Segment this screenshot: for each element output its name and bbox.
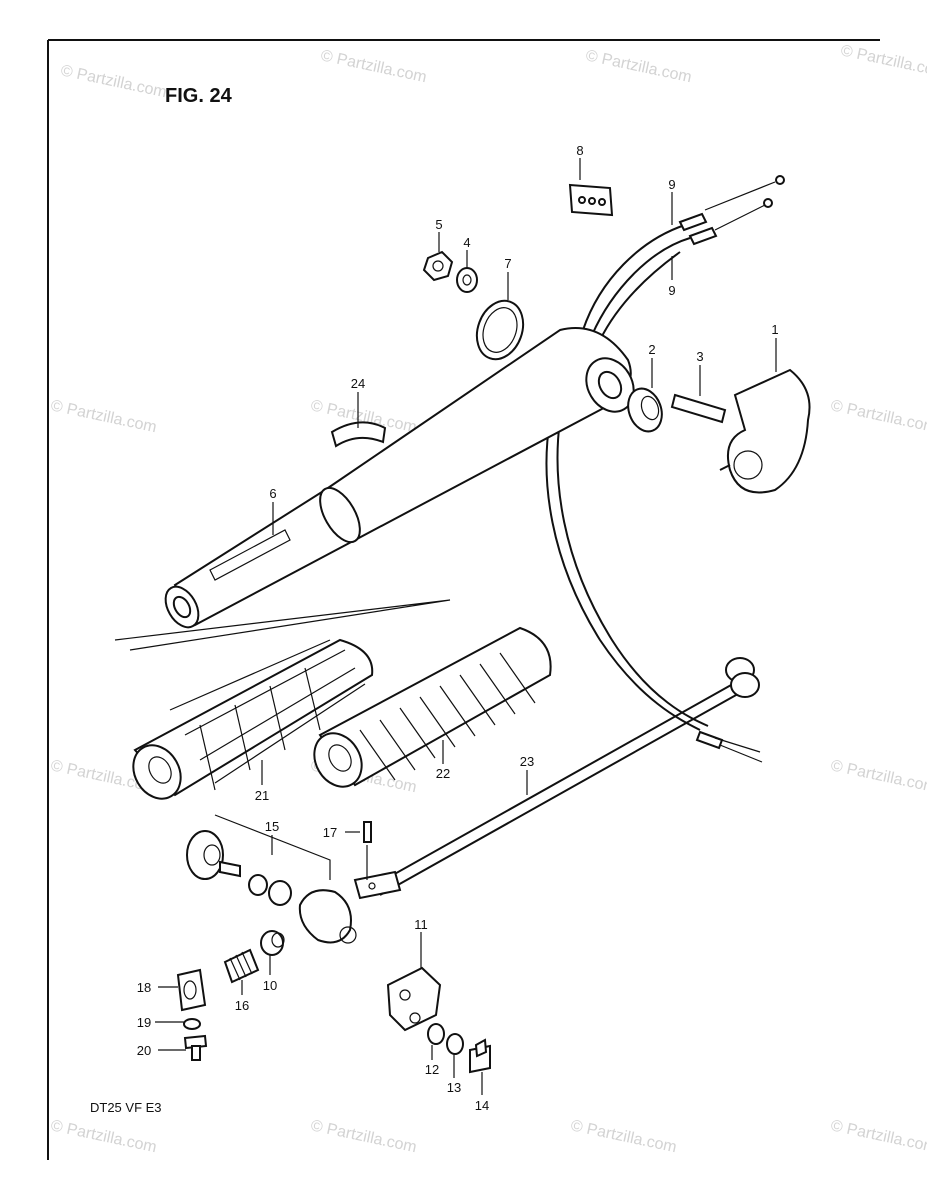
callout-18: 18 xyxy=(137,980,151,995)
callout-17: 17 xyxy=(323,825,337,840)
callout-19: 19 xyxy=(137,1015,151,1030)
callout-15: 15 xyxy=(265,819,279,834)
callout-labels: 1 2 3 4 5 6 7 8 9 9 10 11 12 13 14 15 16… xyxy=(137,143,779,1113)
callout-4: 4 xyxy=(463,235,470,250)
watermark: © Partzilla.com xyxy=(829,1117,927,1156)
callout-24: 24 xyxy=(351,376,365,391)
part-19-washer xyxy=(183,1018,201,1030)
callout-13: 13 xyxy=(447,1080,461,1095)
callout-12: 12 xyxy=(425,1062,439,1077)
callout-2: 2 xyxy=(648,342,655,357)
part-14-bolt xyxy=(469,1038,491,1074)
part-3-pin xyxy=(670,393,727,424)
part-1-cover xyxy=(719,368,811,494)
callout-16: 16 xyxy=(235,998,249,1013)
throttle-cables xyxy=(545,175,785,763)
part-4-washer xyxy=(456,267,478,293)
part-16-spring xyxy=(223,948,260,984)
watermark: © Partzilla.com xyxy=(319,47,428,86)
callout-7: 7 xyxy=(504,256,511,271)
part-8-pad xyxy=(568,183,614,217)
part-17-pin xyxy=(363,821,372,843)
part-23-rod xyxy=(353,657,760,900)
watermark: © Partzilla.com xyxy=(309,1117,418,1156)
callout-11: 11 xyxy=(414,917,428,932)
part-7-ring xyxy=(475,299,525,361)
part-10-collar xyxy=(260,930,285,956)
figure-title: FIG. 24 xyxy=(165,85,233,107)
watermark: © Partzilla.com xyxy=(49,1117,158,1156)
callout-6: 6 xyxy=(269,486,276,501)
callout-1: 1 xyxy=(771,322,778,337)
callout-8: 8 xyxy=(576,143,583,158)
part-21-grip xyxy=(132,638,374,800)
callout-3: 3 xyxy=(696,349,703,364)
watermark: © Partzilla.com xyxy=(584,47,693,86)
watermark: © Partzilla.com xyxy=(59,62,168,101)
leader-lines xyxy=(155,158,777,1095)
callout-20: 20 xyxy=(137,1043,151,1058)
part-24-clip xyxy=(330,421,387,448)
part-22-grip xyxy=(313,626,552,788)
part-18-block xyxy=(176,968,207,1012)
callout-10: 10 xyxy=(263,978,277,993)
part-13-washer xyxy=(446,1033,464,1055)
watermark: © Partzilla.com xyxy=(49,397,158,436)
part-12-washer xyxy=(427,1023,445,1045)
watermark: © Partzilla.com xyxy=(569,1117,678,1156)
part-20-screw xyxy=(183,1034,208,1061)
callout-21: 21 xyxy=(255,788,269,803)
part-2-bushing xyxy=(627,387,663,433)
watermark: © Partzilla.com xyxy=(829,757,927,796)
callout-22: 22 xyxy=(436,766,450,781)
part-15-assembly xyxy=(186,814,357,944)
callout-9-lower: 9 xyxy=(668,283,675,298)
part-11-clamp xyxy=(386,966,442,1032)
watermark: © Partzilla.com xyxy=(829,397,927,436)
callout-23: 23 xyxy=(520,754,534,769)
callout-5: 5 xyxy=(435,217,442,232)
tiller-handle xyxy=(114,327,635,651)
watermark: © Partzilla.com xyxy=(839,42,927,81)
callout-14: 14 xyxy=(475,1098,489,1113)
part-5-nut xyxy=(422,250,454,282)
model-code: DT25 VF E3 xyxy=(90,1100,162,1115)
callout-9-upper: 9 xyxy=(668,177,675,192)
